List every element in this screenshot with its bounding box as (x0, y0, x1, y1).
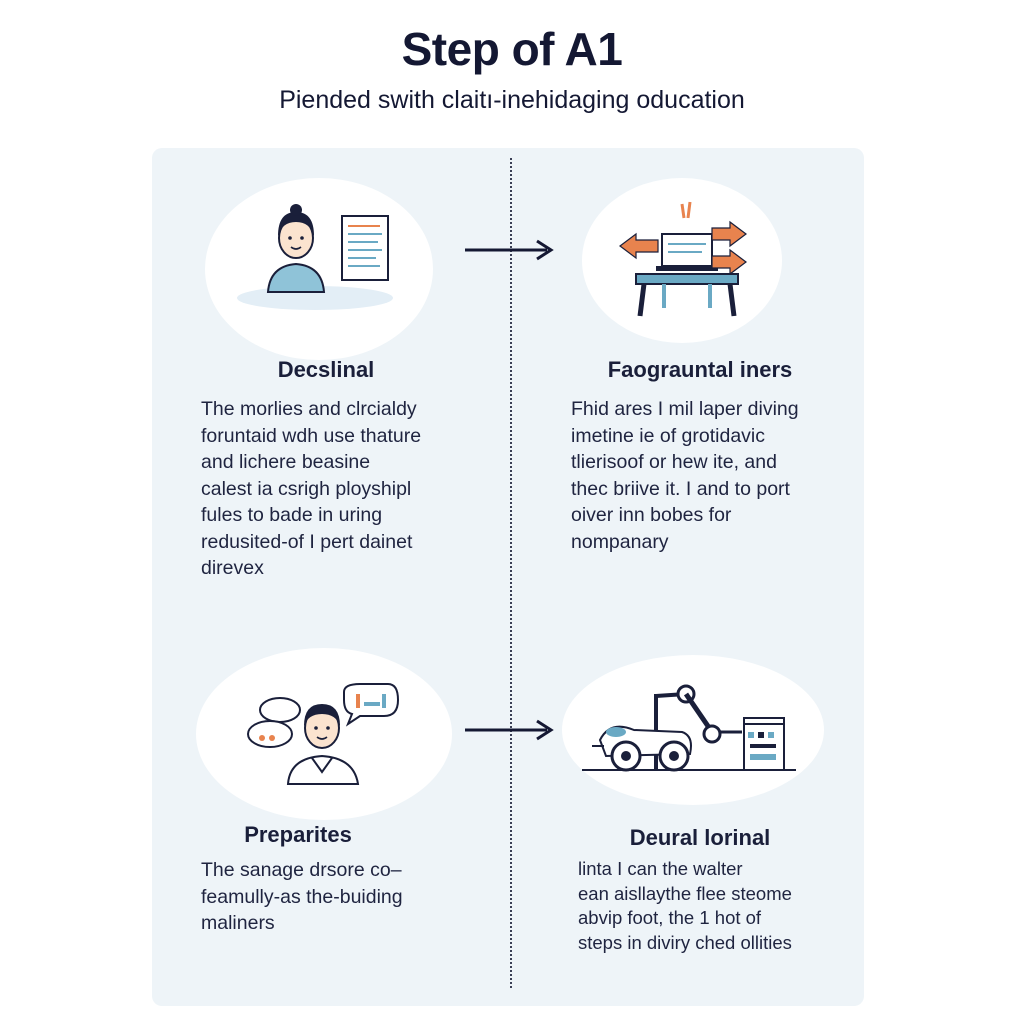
step-2-description: Fhid ares I mil laper diving imetine ie … (571, 396, 799, 555)
step-4-line: linta I can the walter (578, 858, 743, 879)
arrow-right-bottom (465, 719, 554, 741)
step-3-line: maliners (201, 912, 275, 934)
page-subtitle: Piended swith claitı-inehidaging oducati… (279, 86, 745, 114)
step-2-line: thec briive it. I and to port (571, 477, 790, 500)
step-2-line: oiver inn bobes for (571, 504, 732, 526)
step-1-illustration-bg (205, 178, 433, 360)
step-1-title: Decslinal (277, 357, 375, 382)
step-1-description: The morlies and clrcialdy foruntaid wdh … (201, 396, 421, 582)
step-4-line: abvip foot, the 1 hot of (578, 907, 762, 928)
step-3-title: Preparites (244, 822, 352, 847)
step-4-line: ean aisllaythe flee steome (578, 882, 792, 904)
center-divider (510, 158, 512, 988)
arrow-right-top (465, 239, 554, 261)
laptop-desk-arrows-icon (619, 201, 747, 317)
step-4-description: linta I can the walter ean aisllaythe fl… (578, 857, 792, 955)
step-3-line: feamully-as the-buiding (201, 885, 403, 908)
step-1-line: calest ia csrigh ployshipl (201, 477, 412, 500)
robot-arm-vehicle-icon (582, 684, 796, 772)
step-1-line: The morlies and clrcialdy (201, 398, 417, 420)
step-2-line: imetine ie of grotidavic (571, 424, 766, 447)
step-1-line: fules to bade in uring (201, 504, 383, 526)
step-1-line: foruntaid wdh use thature (201, 424, 422, 447)
step-1-line: direvex (201, 557, 264, 579)
step-2-line: tlierisoof or hew ite, and (571, 451, 777, 473)
person-with-document-icon (237, 204, 393, 310)
step-2-line: Fhid ares I mil laper diving (571, 398, 799, 420)
step-1-line: redusited-of I pert dainet (201, 530, 413, 553)
step-4-line: steps in diviry ched ollities (578, 931, 792, 953)
step-2-line: nompanary (571, 530, 669, 553)
step-4-title: Deural lorinal (629, 825, 771, 850)
step-2-title: Faograuntal iners (607, 357, 793, 382)
step-1-line: and lichere beasine (201, 451, 371, 473)
step-3-line: The sanage drsore co– (201, 859, 402, 881)
page-title: Step of A1 (401, 23, 623, 75)
person-speech-bubbles-icon (247, 683, 400, 785)
step-3-description: The sanage drsore co– feamully-as the-bu… (201, 857, 403, 937)
